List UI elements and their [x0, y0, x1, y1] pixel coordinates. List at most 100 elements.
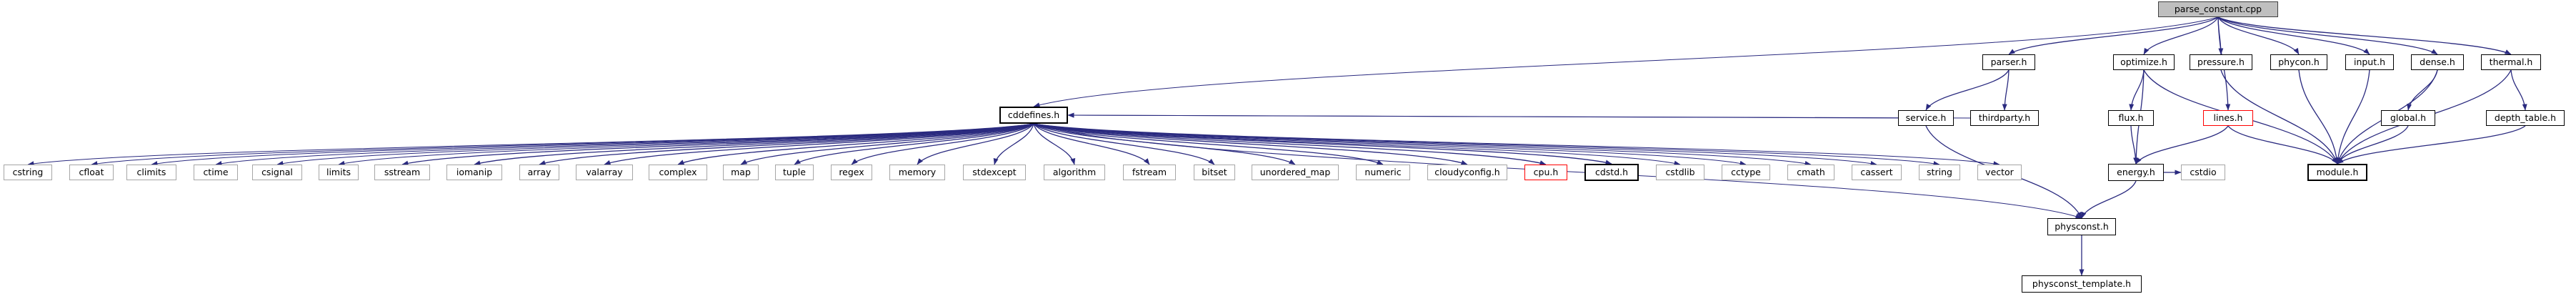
graph-node-flux[interactable]: flux.h: [2108, 110, 2154, 126]
graph-edge-root-to-cddefines: [1033, 16, 2219, 108]
graph-edge-phycon-to-module: [2298, 69, 2340, 165]
graph-node-cstdio[interactable]: cstdio: [2181, 165, 2225, 180]
graph-node-climits[interactable]: climits: [126, 165, 176, 180]
graph-node-label: vector: [1985, 166, 2014, 177]
graph-node-physconst_template[interactable]: physconst_template.h: [2022, 275, 2142, 293]
graph-node-cstring[interactable]: cstring: [4, 165, 52, 180]
graph-node-label: cctype: [1731, 166, 1761, 177]
graph-edge-cddefines-to-fstream: [1033, 123, 1150, 165]
graph-node-array[interactable]: array: [519, 165, 559, 180]
graph-node-label: fstream: [1132, 166, 1167, 177]
graph-node-cloudyconfig[interactable]: cloudyconfig.h: [1427, 165, 1507, 180]
graph-node-label: bitset: [1202, 166, 1227, 177]
graph-edge-cddefines-to-regex: [851, 123, 1034, 165]
graph-node-label: cmath: [1797, 166, 1825, 177]
graph-node-vector[interactable]: vector: [1977, 165, 2022, 180]
graph-node-cassert[interactable]: cassert: [1852, 165, 1902, 180]
graph-node-valarray[interactable]: valarray: [576, 165, 633, 180]
graph-node-iomanip[interactable]: iomanip: [446, 165, 502, 180]
graph-node-label: cloudyconfig.h: [1434, 166, 1500, 177]
graph-node-label: stdexcept: [972, 166, 1017, 177]
graph-node-label: tuple: [783, 166, 806, 177]
graph-node-sstream[interactable]: sstream: [374, 165, 430, 180]
graph-node-label: cstdlib: [1665, 166, 1695, 177]
graph-node-phycon[interactable]: phycon.h: [2270, 54, 2327, 70]
graph-edge-root-to-phycon: [2217, 16, 2300, 55]
graph-node-label: cpu.h: [1533, 166, 1559, 177]
graph-edge-cddefines-to-bitset: [1033, 123, 1215, 165]
graph-node-module[interactable]: module.h: [2307, 164, 2367, 181]
graph-node-optimize[interactable]: optimize.h: [2113, 54, 2175, 70]
graph-node-label: cstring: [12, 166, 44, 177]
graph-edge-cddefines-to-limits: [338, 123, 1034, 166]
graph-edge-cddefines-to-climits: [151, 123, 1034, 167]
graph-node-energy[interactable]: energy.h: [2108, 164, 2164, 181]
graph-edge-cddefines-to-sstream: [401, 123, 1034, 166]
graph-node-thirdparty[interactable]: thirdparty.h: [1970, 110, 2039, 126]
graph-node-bitset[interactable]: bitset: [1194, 165, 1235, 180]
graph-node-label: pressure.h: [2197, 56, 2245, 67]
graph-edge-flux-to-energy: [2130, 125, 2139, 165]
graph-node-lines[interactable]: lines.h: [2203, 110, 2253, 126]
graph-node-label: ctime: [203, 166, 229, 177]
graph-node-ctime[interactable]: ctime: [194, 165, 238, 180]
graph-node-cmath[interactable]: cmath: [1787, 165, 1834, 180]
graph-edge-cddefines-to-stdexcept: [993, 123, 1034, 165]
graph-node-cddefines[interactable]: cddefines.h: [999, 107, 1068, 124]
graph-edge-thirdparty-to-cddefines: [1067, 112, 1971, 119]
graph-node-dense[interactable]: dense.h: [2411, 54, 2464, 70]
graph-node-regex[interactable]: regex: [831, 165, 872, 180]
graph-node-pressure[interactable]: pressure.h: [2190, 54, 2252, 70]
graph-node-label: phycon.h: [2278, 56, 2320, 67]
graph-node-complex[interactable]: complex: [649, 165, 707, 180]
graph-edge-cddefines-to-cctype: [1033, 123, 1747, 166]
graph-node-depthtable[interactable]: depth_table.h: [2486, 110, 2565, 126]
graph-node-label: service.h: [1905, 112, 1947, 123]
graph-node-label: energy.h: [2117, 166, 2155, 177]
graph-node-label: regex: [839, 166, 864, 177]
graph-node-tuple[interactable]: tuple: [775, 165, 814, 180]
graph-node-thermal[interactable]: thermal.h: [2481, 54, 2541, 70]
graph-node-label: dense.h: [2420, 56, 2455, 67]
graph-node-cfloat[interactable]: cfloat: [69, 165, 114, 180]
graph-node-physconst[interactable]: physconst.h: [2047, 218, 2116, 235]
graph-node-cctype[interactable]: cctype: [1722, 165, 1770, 180]
graph-node-label: climits: [136, 166, 166, 177]
graph-edge-cddefines-to-cmath: [1033, 123, 1812, 166]
graph-node-algorithm[interactable]: algorithm: [1044, 165, 1105, 180]
graph-node-global[interactable]: global.h: [2381, 110, 2435, 126]
graph-node-fstream[interactable]: fstream: [1123, 165, 1176, 180]
graph-edge-dense-to-global: [2407, 69, 2438, 111]
graph-node-label: global.h: [2390, 112, 2427, 123]
graph-node-csignal[interactable]: csignal: [252, 165, 302, 180]
graph-node-label: array: [527, 166, 551, 177]
graph-edge-root-to-dense: [2217, 16, 2438, 55]
graph-node-label: algorithm: [1052, 166, 1097, 177]
graph-node-parser[interactable]: parser.h: [1982, 54, 2035, 70]
graph-node-label: parser.h: [1990, 56, 2027, 67]
graph-node-input[interactable]: input.h: [2345, 54, 2394, 70]
graph-node-label: parse_constant.cpp: [2174, 3, 2262, 14]
graph-node-service[interactable]: service.h: [1898, 110, 1954, 126]
graph-edge-lines-to-module: [2227, 125, 2338, 165]
graph-node-cstdlib[interactable]: cstdlib: [1656, 165, 1704, 180]
graph-node-cpu[interactable]: cpu.h: [1524, 165, 1567, 180]
graph-node-label: unordered_map: [1259, 166, 1331, 177]
graph-node-memory[interactable]: memory: [889, 165, 945, 180]
graph-node-cdstd[interactable]: cdstd.h: [1584, 164, 1639, 181]
graph-node-limits[interactable]: limits: [319, 165, 359, 180]
graph-node-unordered_map[interactable]: unordered_map: [1252, 165, 1339, 180]
graph-edge-cddefines-to-memory: [917, 123, 1034, 165]
graph-edge-cddefines-to-vector: [1033, 123, 2000, 167]
graph-node-label: cassert: [1860, 166, 1893, 177]
graph-node-numeric[interactable]: numeric: [1356, 165, 1410, 180]
graph-node-string[interactable]: string: [1919, 165, 1960, 180]
graph-node-root[interactable]: parse_constant.cpp: [2158, 1, 2278, 17]
graph-node-map[interactable]: map: [723, 165, 759, 180]
graph-node-label: lines.h: [2213, 112, 2243, 123]
graph-node-label: cdstd.h: [1594, 166, 1629, 177]
graph-node-stdexcept[interactable]: stdexcept: [963, 165, 1026, 180]
graph-edge-pressure-to-module: [2220, 69, 2338, 165]
